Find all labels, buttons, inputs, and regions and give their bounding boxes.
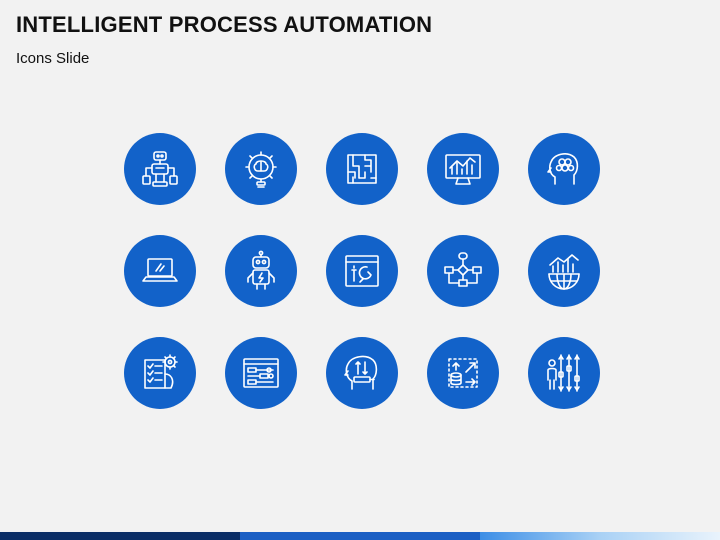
icon-grid xyxy=(124,133,600,413)
brain-gear-lightbulb-icon xyxy=(225,133,297,205)
browser-tools-icon xyxy=(326,235,398,307)
head-brain-icon xyxy=(528,133,600,205)
footer-bar xyxy=(0,532,720,540)
globe-chart-icon xyxy=(528,235,600,307)
laptop-icon xyxy=(124,235,196,307)
footer-segment-light xyxy=(480,532,720,540)
database-scale-icon xyxy=(427,337,499,409)
footer-segment-mid xyxy=(240,532,480,540)
head-process-icon xyxy=(326,337,398,409)
document-checklist-gear-icon xyxy=(124,337,196,409)
slide-title: INTELLIGENT PROCESS AUTOMATION xyxy=(16,12,433,37)
robot-arm-icon xyxy=(124,133,196,205)
robot-icon xyxy=(225,235,297,307)
person-controls-icon xyxy=(528,337,600,409)
maze-icon xyxy=(326,133,398,205)
monitor-chart-icon xyxy=(427,133,499,205)
flowchart-icon xyxy=(427,235,499,307)
footer-segment-dark xyxy=(0,532,240,540)
window-sliders-icon xyxy=(225,337,297,409)
slide-subtitle: Icons Slide xyxy=(16,50,90,67)
